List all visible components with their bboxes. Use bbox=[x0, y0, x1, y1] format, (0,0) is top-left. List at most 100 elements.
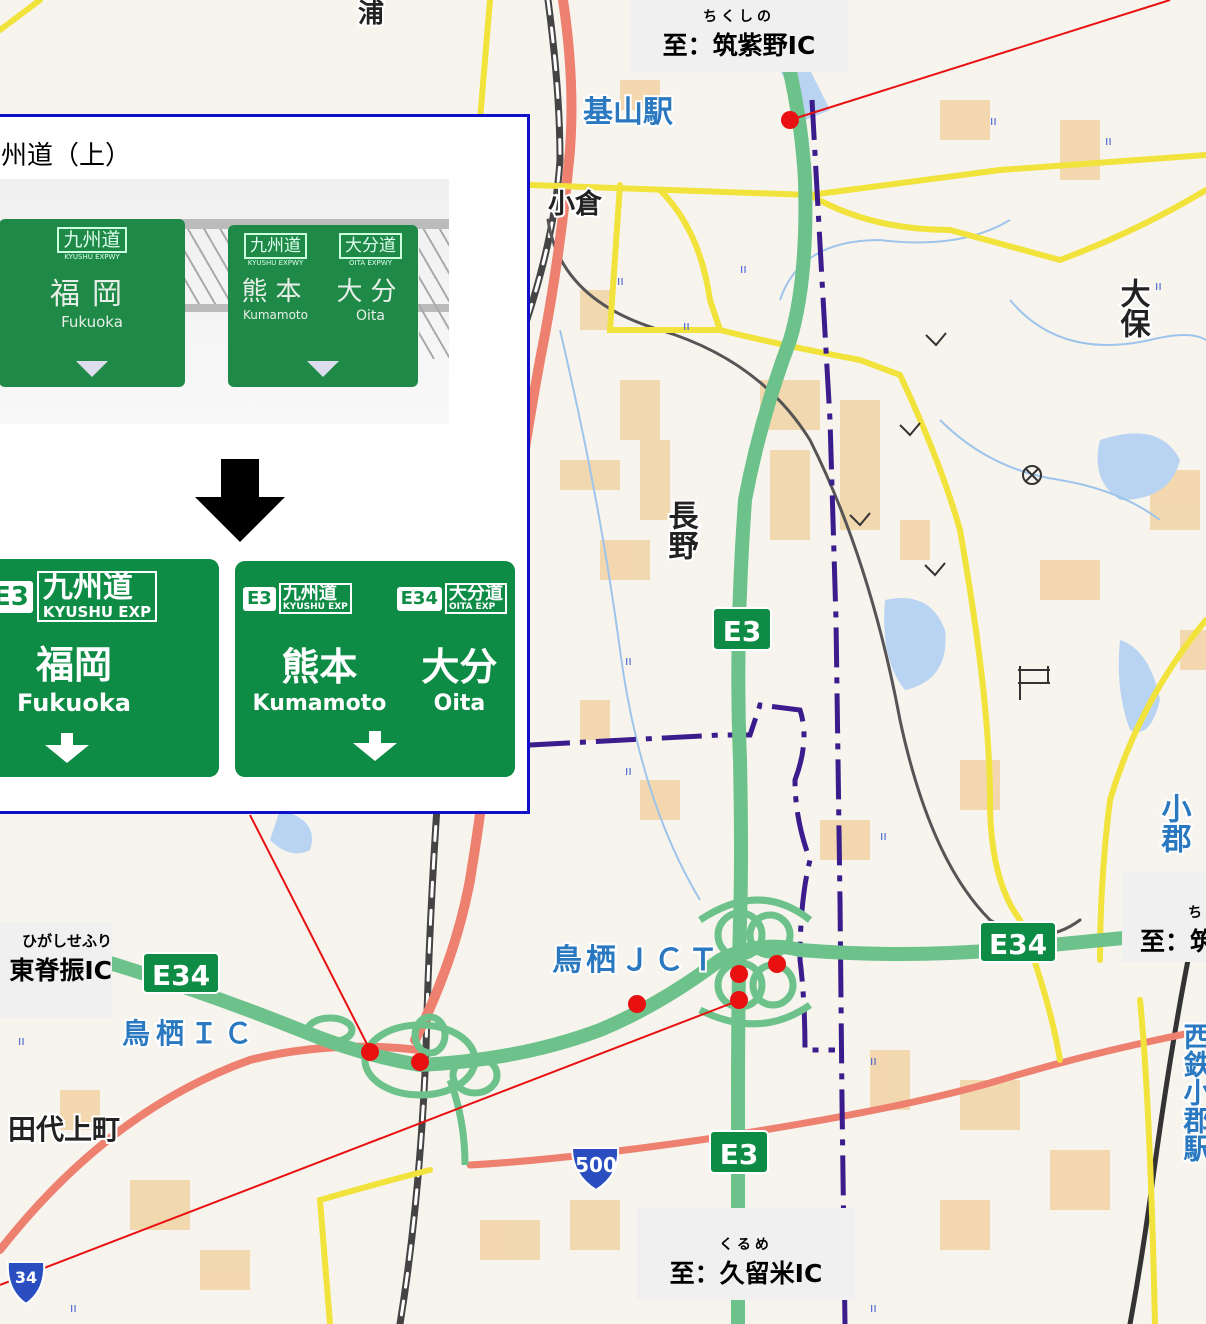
svg-text:ıı: ıı bbox=[1155, 279, 1162, 293]
down-arrow-icon bbox=[61, 733, 73, 747]
gantry bbox=[159, 219, 449, 229]
svg-text:E3: E3 bbox=[723, 615, 762, 648]
map-symbols-marks: ıı ıı ıı ıı ıı ıı ıı ıı ıı ıı ıı ıı ıı bbox=[18, 114, 1162, 1315]
place-tashiro: 田代上町 bbox=[8, 1113, 120, 1146]
dest-chikushino: ちくしの 至：筑紫野IC bbox=[630, 0, 848, 72]
old-sign-fukuoka-dest: 福岡 bbox=[50, 277, 134, 312]
new-sign-fukuoka-route-en: KYUSHU EXP bbox=[42, 603, 152, 621]
shield-route-500: 500 bbox=[570, 1147, 620, 1192]
place-nagano: 長野 bbox=[663, 500, 699, 560]
dest-kurume-label: 至：久留米IC bbox=[669, 1259, 823, 1288]
shield-e3-south: E3 bbox=[709, 1130, 769, 1174]
down-arrow-icon bbox=[76, 361, 108, 377]
dest-kurume-ruby: くるめ bbox=[719, 1237, 773, 1253]
dest-chikushino-ruby: ちくしの bbox=[703, 9, 775, 25]
new-sign-oita-route: 大分道 bbox=[449, 583, 503, 604]
new-sign-kumamoto-dest: 熊本 bbox=[281, 645, 358, 689]
old-sign-fukuoka-route-en: KYUSHU EXPWY bbox=[64, 253, 120, 261]
old-sign-fukuoka: 九州道 KYUSHU EXPWY 福岡 Fukuoka bbox=[0, 219, 185, 387]
interchange-loops bbox=[304, 896, 813, 1166]
new-sign-oita-dest: 大分 bbox=[421, 645, 498, 689]
old-sign-photo: 九州道 KYUSHU EXPWY 福岡 Fukuoka 九州道 KYUSHU E… bbox=[0, 179, 449, 424]
svg-text:ıı: ıı bbox=[880, 829, 887, 843]
new-sign-kumamoto-oita: E3 九州道 KYUSHU EXP E34 大分道 OITA EXP 熊本 Ku… bbox=[235, 561, 515, 777]
svg-text:ıı: ıı bbox=[870, 1301, 877, 1315]
marker-jct-3 bbox=[768, 955, 786, 973]
building-areas bbox=[60, 80, 1206, 1290]
marker-points bbox=[361, 111, 799, 1071]
dest-chikushino-label: 至：筑紫野IC bbox=[662, 31, 816, 60]
dest-east-label: 至：筑 bbox=[1140, 927, 1206, 956]
svg-text:E34: E34 bbox=[989, 928, 1047, 961]
new-sign-fukuoka-dest: 福岡 bbox=[35, 643, 112, 687]
marker-chikushino bbox=[781, 111, 799, 129]
svg-text:ıı: ıı bbox=[740, 262, 747, 276]
old-sign-kumamoto-oita: 九州道 KYUSHU EXPWY 大分道 OITA EXPWY 熊本 Kumam… bbox=[228, 225, 418, 387]
station-nishitetsu-ogori: 西鉄小郡駅 bbox=[1180, 1022, 1206, 1163]
svg-text:ıı: ıı bbox=[870, 1054, 877, 1068]
shield-e34-west: E34 bbox=[142, 952, 220, 994]
new-sign-fukuoka: E3 九州道 KYUSHU EXP 福岡 Fukuoka bbox=[0, 559, 219, 777]
boundary-lines bbox=[529, 99, 848, 1324]
dest-higashisefuri: ひがしせふり 至：東脊振IC bbox=[0, 922, 112, 1018]
dest-kurume: くるめ 至：久留米IC bbox=[637, 1208, 855, 1300]
marker-jct-1 bbox=[628, 995, 646, 1013]
old-sign-fukuoka-route: 九州道 bbox=[57, 227, 127, 253]
old-sign-oita-route-en: OITA EXPWY bbox=[349, 259, 392, 267]
dest-east-ruby: ち bbox=[1188, 905, 1206, 921]
label-tosu-jct: 鳥栖ＪＣＴ bbox=[552, 943, 722, 978]
svg-text:E3: E3 bbox=[720, 1138, 759, 1171]
place-ura: 浦 bbox=[358, 0, 384, 29]
svg-text:ıı: ıı bbox=[617, 274, 624, 288]
marker-jct-2 bbox=[730, 965, 748, 983]
marker-ic-2 bbox=[411, 1053, 429, 1071]
gantry-truss-right bbox=[419, 229, 449, 359]
old-sign-kumamoto-dest-en: Kumamoto bbox=[242, 308, 308, 322]
new-sign-oita-route-en: OITA EXP bbox=[449, 602, 496, 612]
place-daiho: 大保 bbox=[1115, 278, 1151, 338]
leader-lines bbox=[0, 0, 1171, 1286]
svg-text:ıı: ıı bbox=[625, 654, 632, 668]
new-sign-kyushu-route-en: KYUSHU EXP bbox=[282, 602, 348, 612]
transition-arrow-head bbox=[195, 497, 285, 542]
new-sign-oita-dest-en: Oita bbox=[433, 691, 486, 716]
svg-text:E34: E34 bbox=[152, 959, 210, 992]
marker-ic-1 bbox=[361, 1043, 379, 1061]
station-kiyama: 基山駅 bbox=[583, 95, 673, 130]
new-sign-oita-shield: E34 bbox=[396, 586, 442, 611]
transition-arrow-icon bbox=[221, 459, 259, 499]
place-ogori: 小郡 bbox=[1156, 793, 1193, 854]
svg-text:ıı: ıı bbox=[683, 319, 690, 333]
old-sign-kyushu-route-en: KYUSHU EXPWY bbox=[247, 259, 304, 267]
old-sign-oita-dest: 大分 bbox=[336, 277, 405, 307]
down-arrow-head bbox=[45, 745, 89, 763]
old-sign-oita-dest-en: Oita bbox=[356, 308, 385, 324]
old-sign-kyushu-route: 九州道 bbox=[244, 233, 307, 259]
svg-text:ıı: ıı bbox=[625, 764, 632, 778]
new-sign-kumamoto-dest-en: Kumamoto bbox=[252, 691, 387, 716]
place-ogura: 小倉 bbox=[548, 188, 603, 220]
down-arrow-icon bbox=[369, 731, 381, 745]
svg-text:34: 34 bbox=[15, 1268, 37, 1287]
new-sign-fukuoka-shield: E3 bbox=[0, 580, 33, 613]
shield-e3-north: E3 bbox=[712, 607, 772, 651]
inset-title: 州道（上） bbox=[1, 141, 132, 171]
new-sign-fukuoka-dest-en: Fukuoka bbox=[17, 689, 131, 717]
down-arrow-head bbox=[353, 743, 397, 761]
label-tosu-ic: 鳥栖ＩＣ bbox=[122, 1017, 258, 1050]
svg-text:ıı: ıı bbox=[990, 114, 997, 128]
shield-e34-east: E34 bbox=[979, 921, 1057, 963]
marker-jct-4 bbox=[730, 991, 748, 1009]
new-sign-fukuoka-route: 九州道 bbox=[42, 570, 133, 605]
sign-comparison-inset: 州道（上） 九州道 KYUSHU EXPWY 福岡 Fukuoka 九州道 KY… bbox=[0, 114, 530, 814]
svg-text:ıı: ıı bbox=[70, 1301, 77, 1315]
svg-text:ıı: ıı bbox=[1105, 134, 1112, 148]
shield-route-34: 34 bbox=[6, 1261, 46, 1306]
old-sign-oita-route: 大分道 bbox=[339, 233, 402, 259]
new-sign-kumamoto-shield: E3 bbox=[243, 586, 276, 611]
new-sign-kyushu-route: 九州道 bbox=[282, 583, 337, 604]
dest-higashisefuri-ruby: ひがしせふり bbox=[21, 932, 112, 950]
svg-text:500: 500 bbox=[575, 1153, 617, 1177]
down-arrow-icon bbox=[307, 361, 339, 377]
svg-text:ıı: ıı bbox=[18, 1034, 25, 1048]
